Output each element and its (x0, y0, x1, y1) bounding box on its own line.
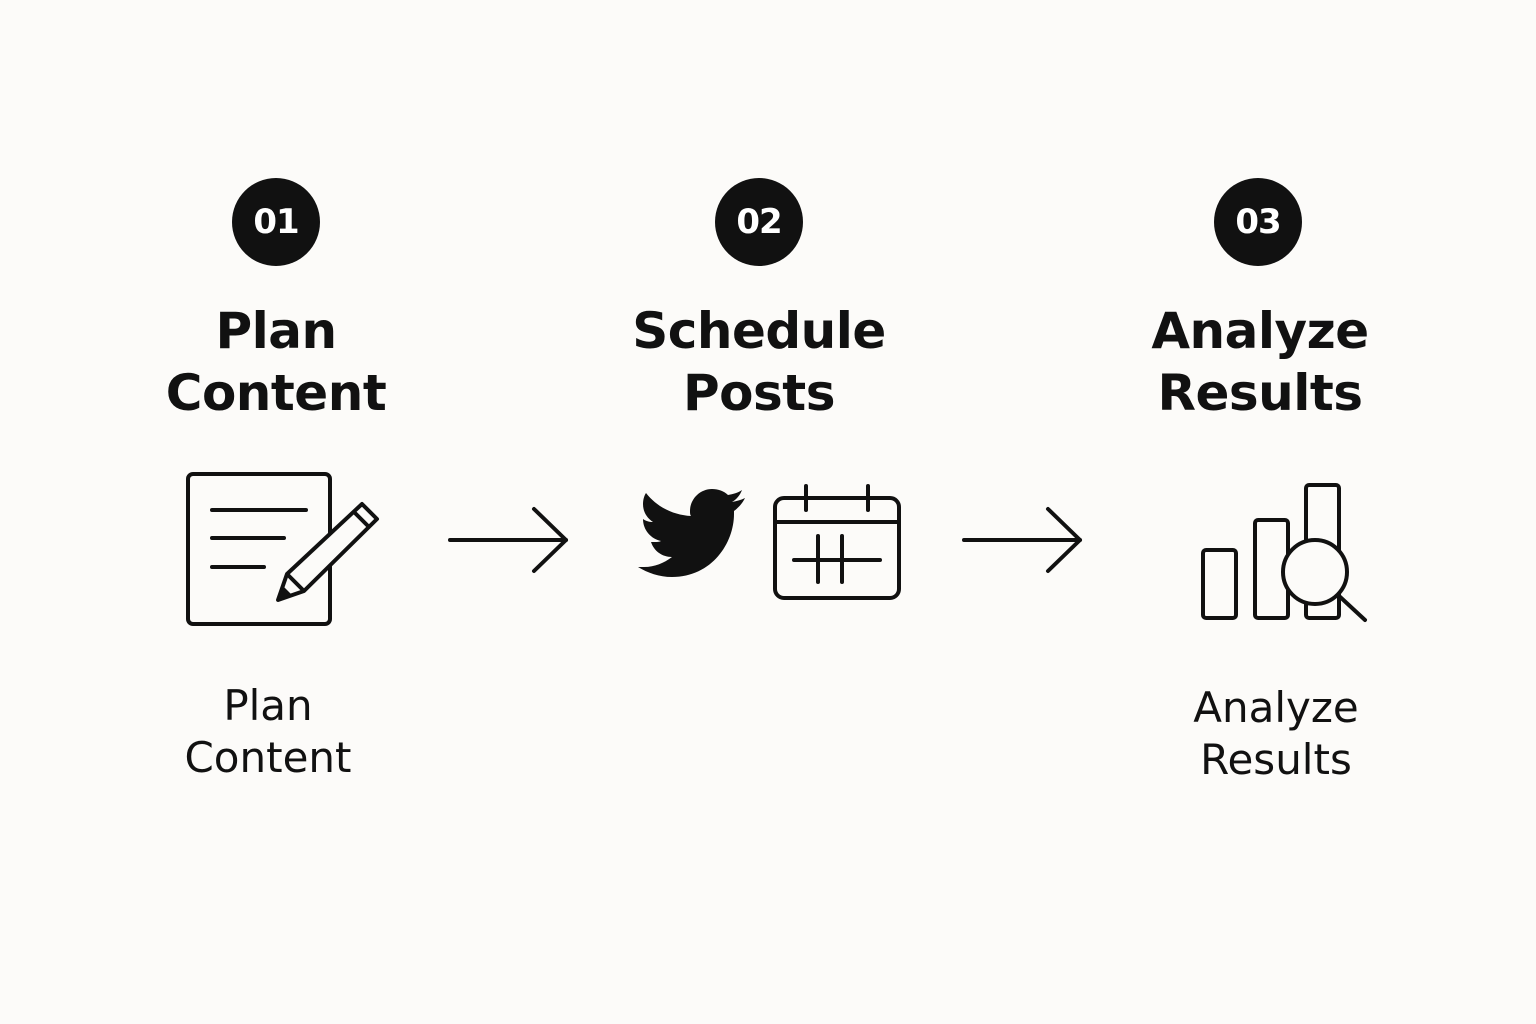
arrow-right-icon (962, 507, 1082, 573)
step-3-caption-line-2: Results (1200, 735, 1352, 784)
step-1-caption-line-2: Content (184, 733, 352, 782)
step-1-number-badge: 01 (232, 178, 320, 266)
step-3-title-line-1: Analyze (1151, 302, 1369, 360)
step-1-number: 01 (253, 202, 299, 242)
step-3-number: 03 (1235, 202, 1281, 242)
calendar-icon (773, 484, 901, 600)
step-1-title: Plan Content (96, 300, 456, 424)
step-3-title: Analyze Results (1080, 300, 1440, 424)
twitter-bird-icon (638, 489, 745, 577)
step-3-number-badge: 03 (1214, 178, 1302, 266)
step-1-title-line-1: Plan (215, 302, 337, 360)
step-2-number: 02 (736, 202, 782, 242)
step-2-title-line-2: Posts (683, 364, 835, 422)
step-1-caption-line-1: Plan (223, 681, 313, 730)
step-2-title: Schedule Posts (579, 300, 939, 424)
step-3-title-line-2: Results (1157, 364, 1363, 422)
step-1-caption: Plan Content (108, 680, 428, 784)
step-1-title-line-2: Content (165, 364, 387, 422)
step-2-title-line-1: Schedule (632, 302, 886, 360)
step-3-caption-line-1: Analyze (1193, 683, 1359, 732)
bar-chart-magnifier-icon (1201, 483, 1367, 622)
arrow-right-icon (448, 507, 568, 573)
step-2-number-badge: 02 (715, 178, 803, 266)
step-3-caption: Analyze Results (1116, 682, 1436, 786)
document-pencil-icon (186, 472, 379, 626)
